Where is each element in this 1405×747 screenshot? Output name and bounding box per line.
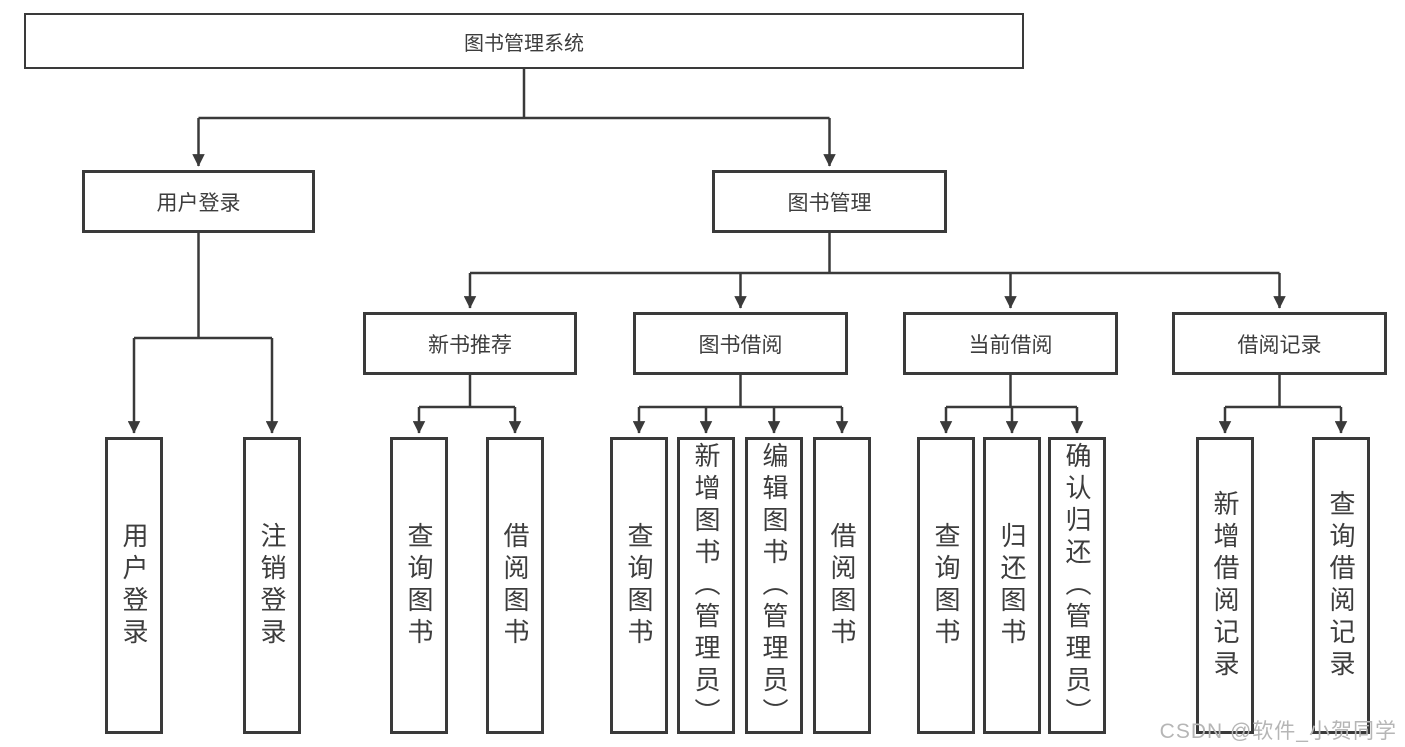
leaf-query-borrow-record: 查询借阅记录 [1312,437,1370,734]
leaf-current-query-books: 查询图书 [917,437,975,734]
node-book-management: 图书管理 [712,170,947,233]
leaf-add-borrow-record: 新增借阅记录 [1196,437,1254,734]
node-label: 新增借阅记录 [1210,489,1240,682]
leaf-borrow-books: 借阅图书 [813,437,871,734]
leaf-borrow-query-books: 查询图书 [610,437,668,734]
leaf-add-books-admin: 新增图书（管理员） [677,437,735,734]
node-label: 查询图书 [624,521,654,650]
node-label: 编辑图书（管理员） [759,441,789,730]
node-label: 借阅记录 [1237,333,1322,357]
leaf-recommend-borrow-books: 借阅图书 [486,437,544,734]
node-user-login: 用户登录 [82,170,315,233]
node-label: 图书管理系统 [464,32,584,55]
leaf-return-books: 归还图书 [983,437,1041,734]
node-new-book-recommend: 新书推荐 [363,312,577,375]
node-label: 查询图书 [404,521,434,650]
node-label: 新书推荐 [428,333,512,357]
connector-current-borrow-to-leaves [939,375,1084,434]
connector-borrow-records-to-leaves [1218,375,1348,434]
node-book-borrow: 图书借阅 [633,312,848,375]
connector-user-login-to-leaves [127,233,279,434]
node-current-borrow: 当前借阅 [903,312,1118,375]
node-label: 用户登录 [156,191,241,215]
leaf-logout: 注销登录 [243,437,301,734]
leaf-recommend-query-books: 查询图书 [390,437,448,734]
csdn-watermark: CSDN @软件_小贺同学 [1159,720,1397,743]
node-label: 借阅图书 [500,521,530,650]
node-root-system: 图书管理系统 [24,13,1024,69]
leaf-edit-books-admin: 编辑图书（管理员） [745,437,803,734]
node-borrow-records: 借阅记录 [1172,312,1387,375]
leaf-user-login: 用户登录 [105,437,163,734]
node-label: 图书管理 [787,191,872,215]
node-label: 借阅图书 [827,521,857,650]
connector-new-book-recommend-to-leaves [412,375,522,434]
node-label: 用户登录 [119,521,149,650]
node-label: 当前借阅 [968,333,1053,357]
node-label: 图书借阅 [698,333,783,357]
connector-root-to-level2 [192,69,836,167]
node-label: 归还图书 [997,521,1027,650]
leaf-confirm-return-admin: 确认归还（管理员） [1048,437,1106,734]
node-label: 查询图书 [931,521,961,650]
node-label: 注销登录 [257,521,287,650]
connector-book-management-to-level3 [463,233,1286,309]
node-label: 新增图书（管理员） [691,441,721,730]
connector-book-borrow-to-leaves [632,375,849,434]
node-label: 确认归还（管理员） [1062,441,1092,730]
node-label: 查询借阅记录 [1326,489,1356,682]
